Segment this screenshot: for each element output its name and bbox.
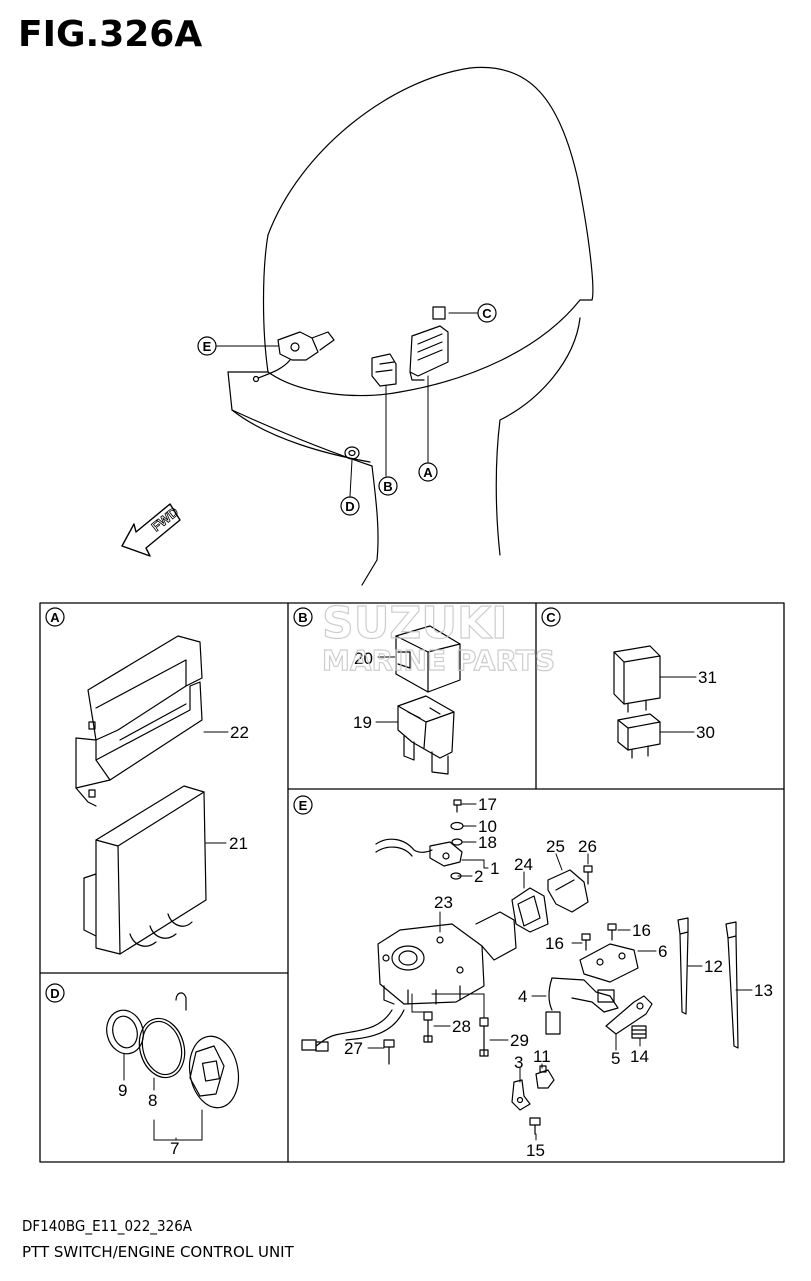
screw-15 [529, 1117, 541, 1135]
grommet-overview [344, 446, 360, 460]
part-number-27: 27 [344, 1039, 363, 1058]
callout-b: B [378, 476, 398, 496]
bolt-27 [383, 1039, 395, 1065]
panel-c-letter: C [541, 607, 561, 627]
ptt-motor-23 [377, 911, 517, 1005]
relay-overview [371, 353, 397, 387]
part-number-14: 14 [630, 1047, 649, 1066]
panel-d-letter: D [45, 983, 65, 1003]
svg-text:D: D [50, 986, 59, 1001]
grommet-parts-d [106, 992, 240, 1109]
screw-17 [453, 799, 462, 813]
figure-caption: PTT SWITCH/ENGINE CONTROL UNIT [22, 1243, 294, 1261]
sensor-1 [375, 838, 463, 867]
part-number-9: 9 [118, 1081, 127, 1100]
bracket-3 [511, 1079, 531, 1111]
part-number-25: 25 [546, 837, 565, 856]
svg-text:SUZUKI: SUZUKI [322, 598, 508, 649]
callout-a: A [418, 462, 438, 482]
svg-text:E: E [203, 339, 212, 354]
cable-tie-12 [677, 917, 689, 1015]
svg-text:B: B [298, 610, 307, 625]
screw-16a [607, 923, 617, 941]
washer-18 [451, 838, 463, 846]
part-number-12: 12 [704, 957, 723, 976]
ecu-21 [83, 785, 207, 955]
relay-31 [613, 645, 661, 713]
svg-text:B: B [383, 479, 392, 494]
part-number-31: 31 [698, 668, 717, 687]
part-number-5: 5 [611, 1049, 620, 1068]
ptt-switch-overview [252, 331, 335, 383]
spring-14 [631, 1025, 647, 1039]
panel-frames [39, 602, 785, 1163]
ecu-overview [409, 325, 449, 381]
svg-text:MARINE PARTS: MARINE PARTS [322, 644, 555, 677]
part-number-16b: 16 [545, 934, 564, 953]
callout-d: D [340, 496, 360, 516]
cable-27 [301, 1009, 405, 1052]
callout-c: C [477, 303, 497, 323]
engine-cowl-outline [227, 66, 594, 586]
callout-e: E [197, 336, 217, 356]
part-number-15: 15 [526, 1141, 545, 1160]
part-number-22: 22 [230, 723, 249, 742]
part-number-20: 20 [354, 649, 373, 668]
svg-text:D: D [345, 499, 354, 514]
figure-title: FIG.326A [18, 14, 203, 55]
switch-4 [545, 977, 619, 1035]
bracket-25 [547, 869, 589, 913]
screw-16b [581, 933, 591, 951]
part-number-21: 21 [229, 834, 248, 853]
part-number-23: 23 [434, 893, 453, 912]
bolt-29 [479, 1017, 489, 1057]
bolt-28 [423, 1011, 433, 1043]
cable-tie-13 [725, 921, 739, 1049]
part-number-4: 4 [518, 987, 527, 1006]
figure-code: DF140BG_E11_022_326A [22, 1217, 193, 1235]
small-relay-overview [432, 306, 446, 320]
washer-2 [450, 872, 462, 880]
part-number-24: 24 [514, 855, 533, 874]
fwd-label: FWD [149, 504, 182, 534]
sensor-11 [535, 1065, 555, 1089]
part-number-17: 17 [478, 795, 497, 814]
svg-text:C: C [482, 306, 492, 321]
relay-20 [395, 625, 461, 693]
fwd-arrow [121, 503, 181, 557]
screw-26 [583, 865, 593, 885]
part-number-1: 1 [490, 859, 499, 878]
part-number-16a: 16 [632, 921, 651, 940]
part-number-18: 18 [478, 833, 497, 852]
part-number-26: 26 [578, 837, 597, 856]
watermark: SUZUKI MARINE PARTS [321, 597, 555, 677]
panel-e-letter: E [293, 795, 313, 815]
part-number-19: 19 [353, 713, 372, 732]
svg-text:A: A [423, 465, 433, 480]
part-number-29: 29 [510, 1031, 529, 1050]
part-number-3: 3 [514, 1053, 523, 1072]
sleeve-24 [511, 887, 549, 933]
plate-6 [579, 943, 639, 983]
relay-19 [397, 695, 455, 775]
part-number-7: 7 [170, 1139, 179, 1158]
panel-b-letter: B [293, 607, 313, 627]
svg-text:C: C [546, 610, 556, 625]
relay-30 [617, 713, 661, 759]
part-number-11: 11 [533, 1047, 551, 1066]
panel-a-letter: A [45, 607, 65, 627]
part-number-2: 2 [474, 867, 483, 886]
part-number-10: 10 [478, 817, 497, 836]
svg-text:A: A [50, 610, 60, 625]
ecu-cover-22 [75, 635, 203, 807]
part-number-13: 13 [754, 981, 773, 1000]
svg-text:E: E [299, 798, 308, 813]
part-number-28: 28 [452, 1017, 471, 1036]
part-number-6: 6 [658, 942, 667, 961]
part-number-8: 8 [148, 1091, 157, 1110]
washer-10 [450, 821, 464, 831]
part-number-30: 30 [696, 723, 715, 742]
